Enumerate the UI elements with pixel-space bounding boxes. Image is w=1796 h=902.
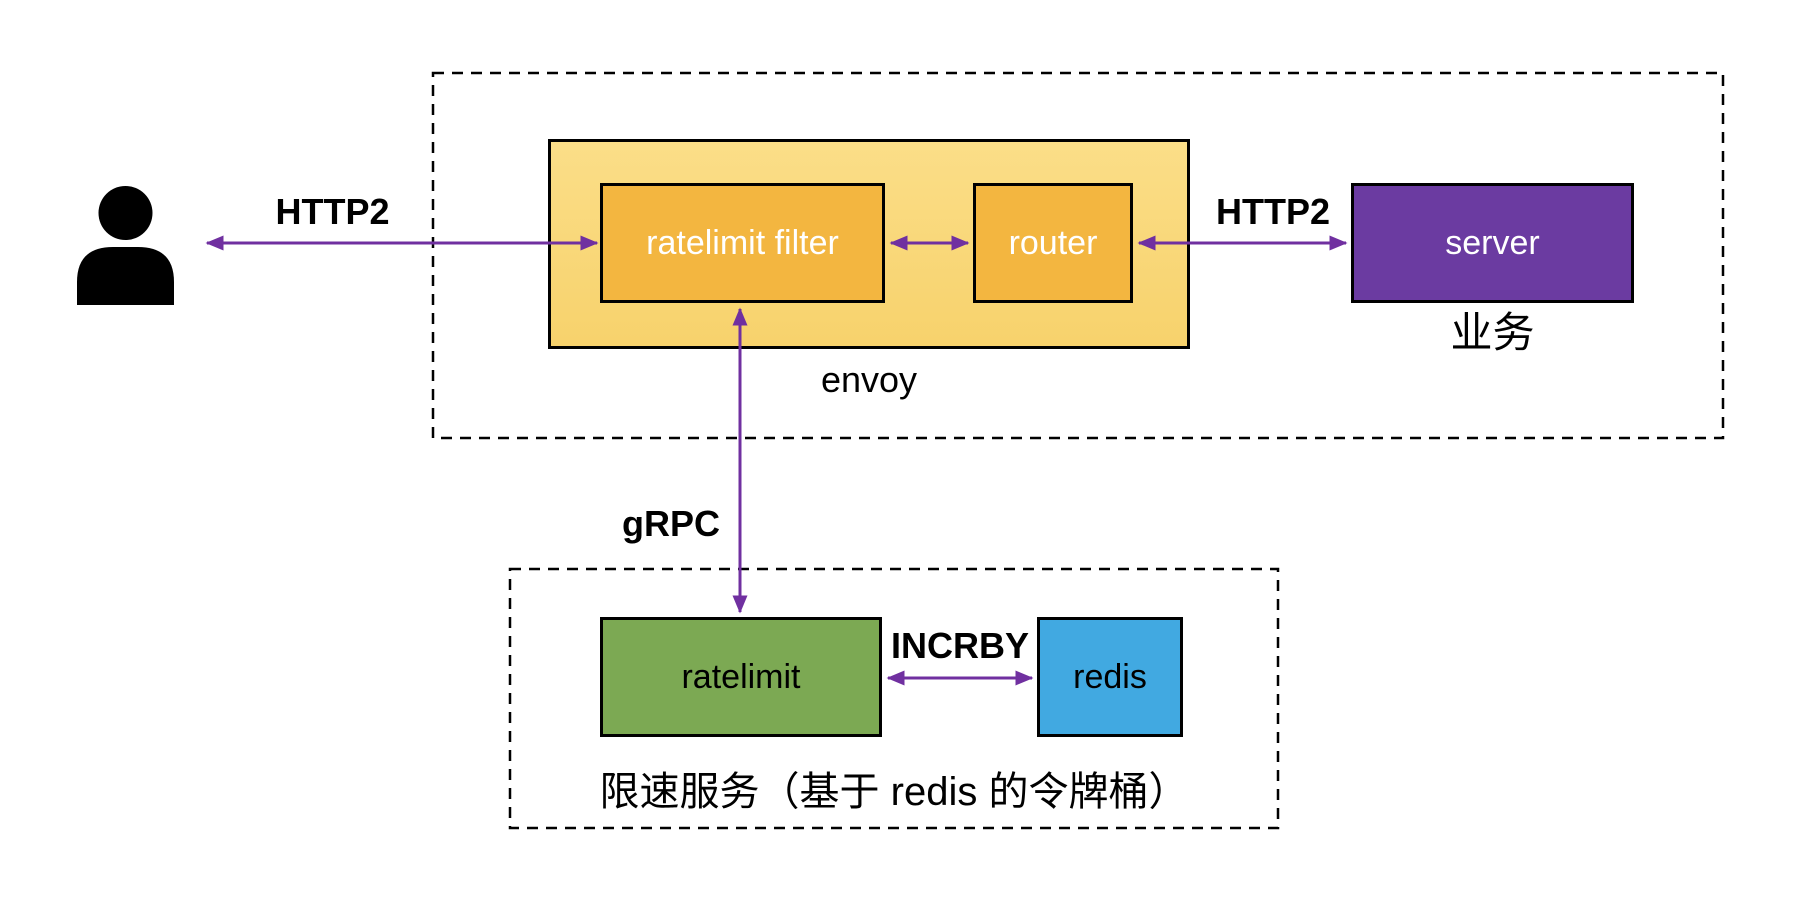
edge-label-http2-client: HTTP2 (275, 191, 390, 232)
person-body (77, 247, 174, 305)
server-label: server (1445, 223, 1540, 262)
ratelimit-service-label: ratelimit (681, 657, 801, 696)
router-node: router (973, 183, 1133, 303)
envoy-group-label: envoy (820, 359, 918, 400)
router-label: router (1008, 223, 1098, 262)
edge-label-incrby: INCRBY (890, 625, 1029, 666)
ratelimit-filter-label: ratelimit filter (646, 223, 839, 262)
edge-label-http2-server: HTTP2 (1215, 191, 1330, 232)
redis-label: redis (1073, 657, 1147, 696)
ratelimit-filter-node: ratelimit filter (600, 183, 885, 303)
server-sublabel: 业务 (1450, 309, 1535, 356)
edge-label-grpc: gRPC (622, 503, 720, 544)
person-icon (77, 186, 174, 305)
server-node: server (1351, 183, 1634, 303)
ratelimit-service-caption: 限速服务（基于 redis 的令牌桶） (599, 770, 1189, 814)
ratelimit-service-node: ratelimit (600, 617, 882, 737)
person-head (98, 186, 153, 240)
